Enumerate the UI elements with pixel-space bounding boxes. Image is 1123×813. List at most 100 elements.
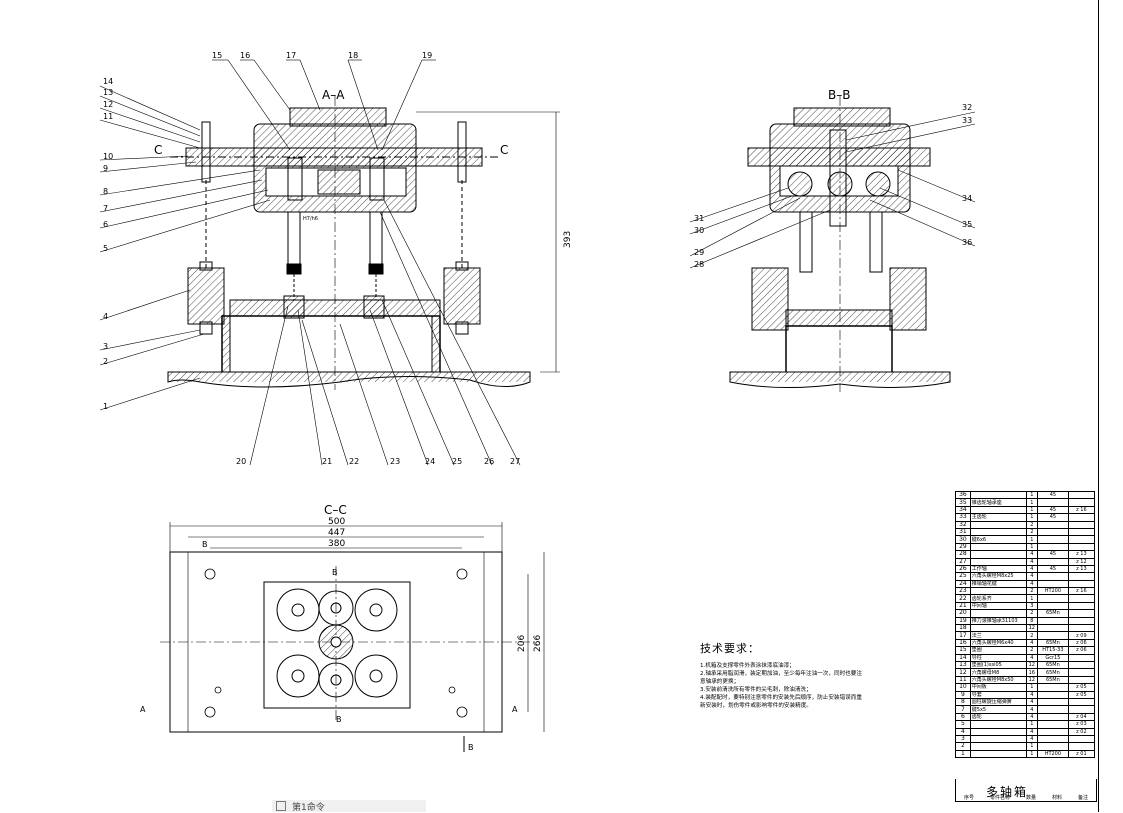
leader-16: 16 [240, 51, 250, 60]
bom-cell-name: 键6x6 [969, 535, 1027, 544]
leader-21: 21 [322, 457, 332, 466]
leader-8: 8 [103, 187, 108, 196]
bom-cell-q: 4 [1025, 734, 1039, 744]
command-text: 第1命令 [292, 802, 325, 813]
bom-cell-name: 导柱 [969, 653, 1027, 663]
bom-cell-r [1067, 616, 1096, 626]
bom-cell-m: 65Mn [1037, 660, 1069, 670]
bom-cell-r [1067, 742, 1096, 751]
bom-cell-r [1067, 601, 1096, 611]
bom-cell-r: z 16 [1067, 505, 1096, 515]
bom-cell-name [969, 742, 1027, 751]
bom-cell-r [1067, 624, 1096, 633]
dim-height-206: 206 [517, 635, 527, 652]
bom-cell-name: 六角头螺栓M8x25 [969, 572, 1027, 581]
leader-3: 3 [103, 342, 108, 351]
bom-cell-r [1067, 513, 1096, 522]
bom-cell-r: z 09 [1067, 631, 1096, 640]
bom-cell-m [1037, 520, 1069, 529]
bom-cell-no: 29 [955, 542, 971, 552]
leader-17: 17 [286, 51, 296, 60]
leader-9: 9 [103, 164, 108, 173]
bom-cell-r [1067, 535, 1096, 544]
bom-cell-name: 法兰 [969, 631, 1027, 640]
bom-cell-q: 4 [1025, 690, 1039, 699]
bom-cell-name: 六角螺母M8 [969, 668, 1027, 677]
bom-cell-q: 4 [1025, 712, 1039, 722]
dim-height-266: 266 [533, 635, 543, 652]
bom-cell-no: 22 [955, 594, 971, 603]
bom-cell-r: z 05 [1067, 683, 1096, 692]
bom-cell-r: z 04 [1067, 712, 1096, 722]
bom-cell-m [1037, 527, 1069, 537]
bom-cell-m: 45 [1037, 564, 1069, 574]
bb-leaders [689, 111, 976, 269]
bom-cell-name [969, 720, 1027, 729]
view-aa [167, 96, 560, 390]
bom-cell-name: 六角头螺栓M8x50 [969, 675, 1027, 685]
leader-29: 29 [694, 248, 704, 257]
view-bb [729, 96, 951, 392]
fit-note: H7/h6 [303, 216, 318, 222]
cad-command-bar[interactable]: 第1命令 [272, 800, 426, 813]
bom-cell-m: 45 [1037, 513, 1069, 522]
notes-title: 技术要求： [700, 642, 760, 655]
leader-22: 22 [349, 457, 359, 466]
bom-cell-m [1037, 594, 1069, 603]
bom-cell-r [1067, 660, 1096, 670]
cc-bolt-holes [204, 568, 468, 718]
aa-view-title: A–A [322, 88, 345, 102]
notes-line-1: 1.机箱及支撑零件外表涂抹漆底油漆； [700, 663, 795, 669]
bom-header-qty: 数量 [1025, 795, 1036, 801]
aa-leader-numbers-top: 15 16 17 18 19 [212, 51, 432, 60]
bom-cell-m [1037, 690, 1069, 699]
bom-cell-no: 18 [955, 624, 971, 633]
leader-11: 11 [103, 112, 113, 121]
bom-cell-name [969, 520, 1027, 529]
command-icon[interactable] [276, 801, 286, 811]
bom-cell-q: 4 [1025, 579, 1039, 589]
bom-cell-no: 4 [955, 727, 971, 736]
bom-cell-m: 45 [1037, 490, 1069, 500]
bom-cell-m [1037, 683, 1069, 692]
bom-cell-m: 65Mn [1037, 609, 1069, 618]
bom-cell-no: 34 [955, 505, 971, 515]
bom-cell-name [969, 609, 1027, 618]
bom-cell-no: 21 [955, 601, 971, 611]
bom-cell-no: 16 [955, 638, 971, 648]
bom-header-name: 零件名称 [989, 795, 1010, 801]
bom-cell-m: 65Mn [1037, 668, 1069, 677]
bom-cell-q: 4 [1025, 705, 1039, 714]
section-mark-b-top: B [202, 540, 208, 549]
bom-cell-name: 键5x5 [969, 705, 1027, 714]
bom-cell-q: 2 [1025, 609, 1039, 618]
bom-cell-name: 垫圈(1)ssi05 [969, 660, 1027, 670]
bom-cell-r: z 03 [1067, 720, 1096, 729]
bom-cell-m [1037, 498, 1069, 507]
bom-header-remark: 备注 [1077, 795, 1088, 801]
bom-cell-m [1037, 601, 1069, 611]
bom-cell-r [1067, 594, 1096, 603]
bom-cell-r: z 12 [1067, 557, 1096, 566]
bom-cell-no: 7 [955, 705, 971, 714]
bom-cell-m [1037, 616, 1069, 626]
technical-requirements: 技术要求： 1.机箱及支撑零件外表涂抹漆底油漆； 2.轴承采用脂润滑，装定期加油… [700, 640, 945, 710]
bom-cell-name [969, 527, 1027, 537]
section-mark-b-bottom: B [336, 715, 342, 724]
aa-leaders-left [99, 85, 271, 411]
